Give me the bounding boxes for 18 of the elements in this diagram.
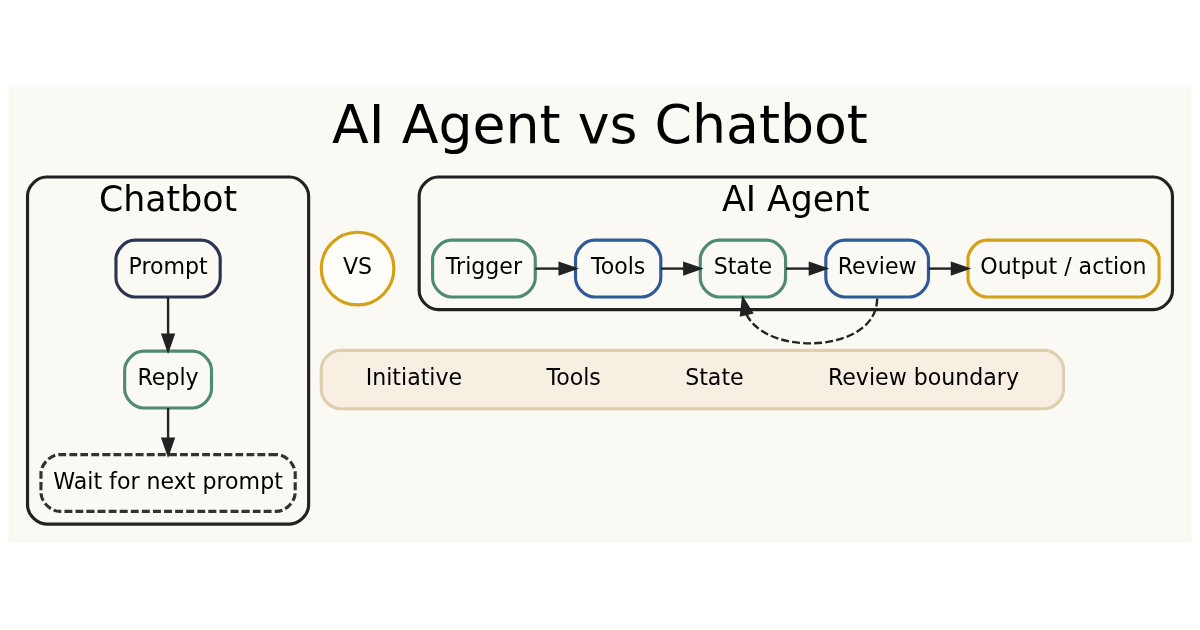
arrow — [160, 408, 176, 459]
node-box: Initiative Tools State Review boundary — [319, 348, 1066, 411]
arrow — [739, 295, 879, 345]
arrow — [785, 261, 830, 276]
node-box: Trigger — [431, 238, 537, 299]
arrow — [535, 261, 580, 276]
node-box: Reply — [123, 349, 214, 410]
node-box: Wait for next prompt — [39, 453, 297, 513]
node-box: Output / action — [966, 238, 1161, 299]
node-box: Tools — [573, 238, 663, 299]
arrow — [160, 297, 176, 354]
arrow — [928, 261, 972, 276]
node-box: Review — [824, 238, 931, 299]
diagram-title: AI Agent vs Chatbot — [332, 92, 868, 156]
node-circle: VS — [319, 230, 396, 307]
node-box: State — [698, 238, 788, 299]
arrow — [661, 261, 704, 276]
node-box: Prompt — [114, 238, 222, 299]
